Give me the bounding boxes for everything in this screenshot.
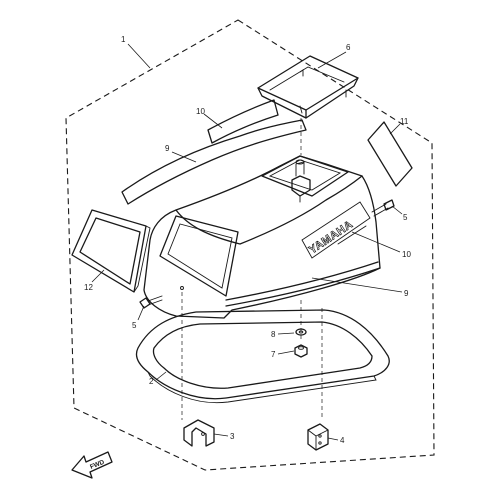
part-washer	[295, 328, 307, 336]
callout-12: 12	[84, 283, 93, 292]
part-intake-frame	[71, 209, 151, 293]
leader-lines	[91, 43, 403, 441]
callout-1: 1	[121, 35, 126, 44]
callout-10-upper: 10	[196, 107, 205, 116]
callout-4: 4	[340, 436, 345, 445]
callout-9-upper: 9	[165, 144, 170, 153]
callout-11: 11	[400, 117, 409, 126]
part-bracket-right	[307, 423, 329, 451]
callout-8: 8	[271, 330, 276, 339]
part-bracket-left	[183, 419, 215, 447]
part-service-lid	[257, 55, 359, 155]
callout-9-lower: 9	[404, 289, 409, 298]
callout-5-right: 5	[403, 213, 408, 222]
forward-arrow-icon: FWD	[71, 451, 113, 479]
part-screw-right	[371, 199, 395, 217]
part-top-cowling	[143, 155, 381, 319]
callout-3: 3	[230, 432, 235, 441]
callout-5-left: 5	[132, 321, 137, 330]
part-long-stripe-upper	[121, 119, 307, 205]
part-nut	[294, 344, 308, 358]
part-bottom-seal	[135, 309, 390, 404]
part-square-decal	[367, 121, 413, 187]
part-stripe-decal-upper	[207, 99, 279, 144]
callout-6: 6	[346, 43, 351, 52]
part-screw-left	[139, 295, 163, 309]
brand-decal: YAMAHA	[301, 201, 371, 259]
callout-10-lower: 10	[402, 250, 411, 259]
callout-labels: 1 6 10 9 11 5 10 9 12 5 8 7 2 3 4	[84, 35, 411, 445]
callout-2: 2	[149, 377, 154, 386]
assembly-boundary	[65, 19, 435, 471]
callout-7: 7	[271, 350, 276, 359]
